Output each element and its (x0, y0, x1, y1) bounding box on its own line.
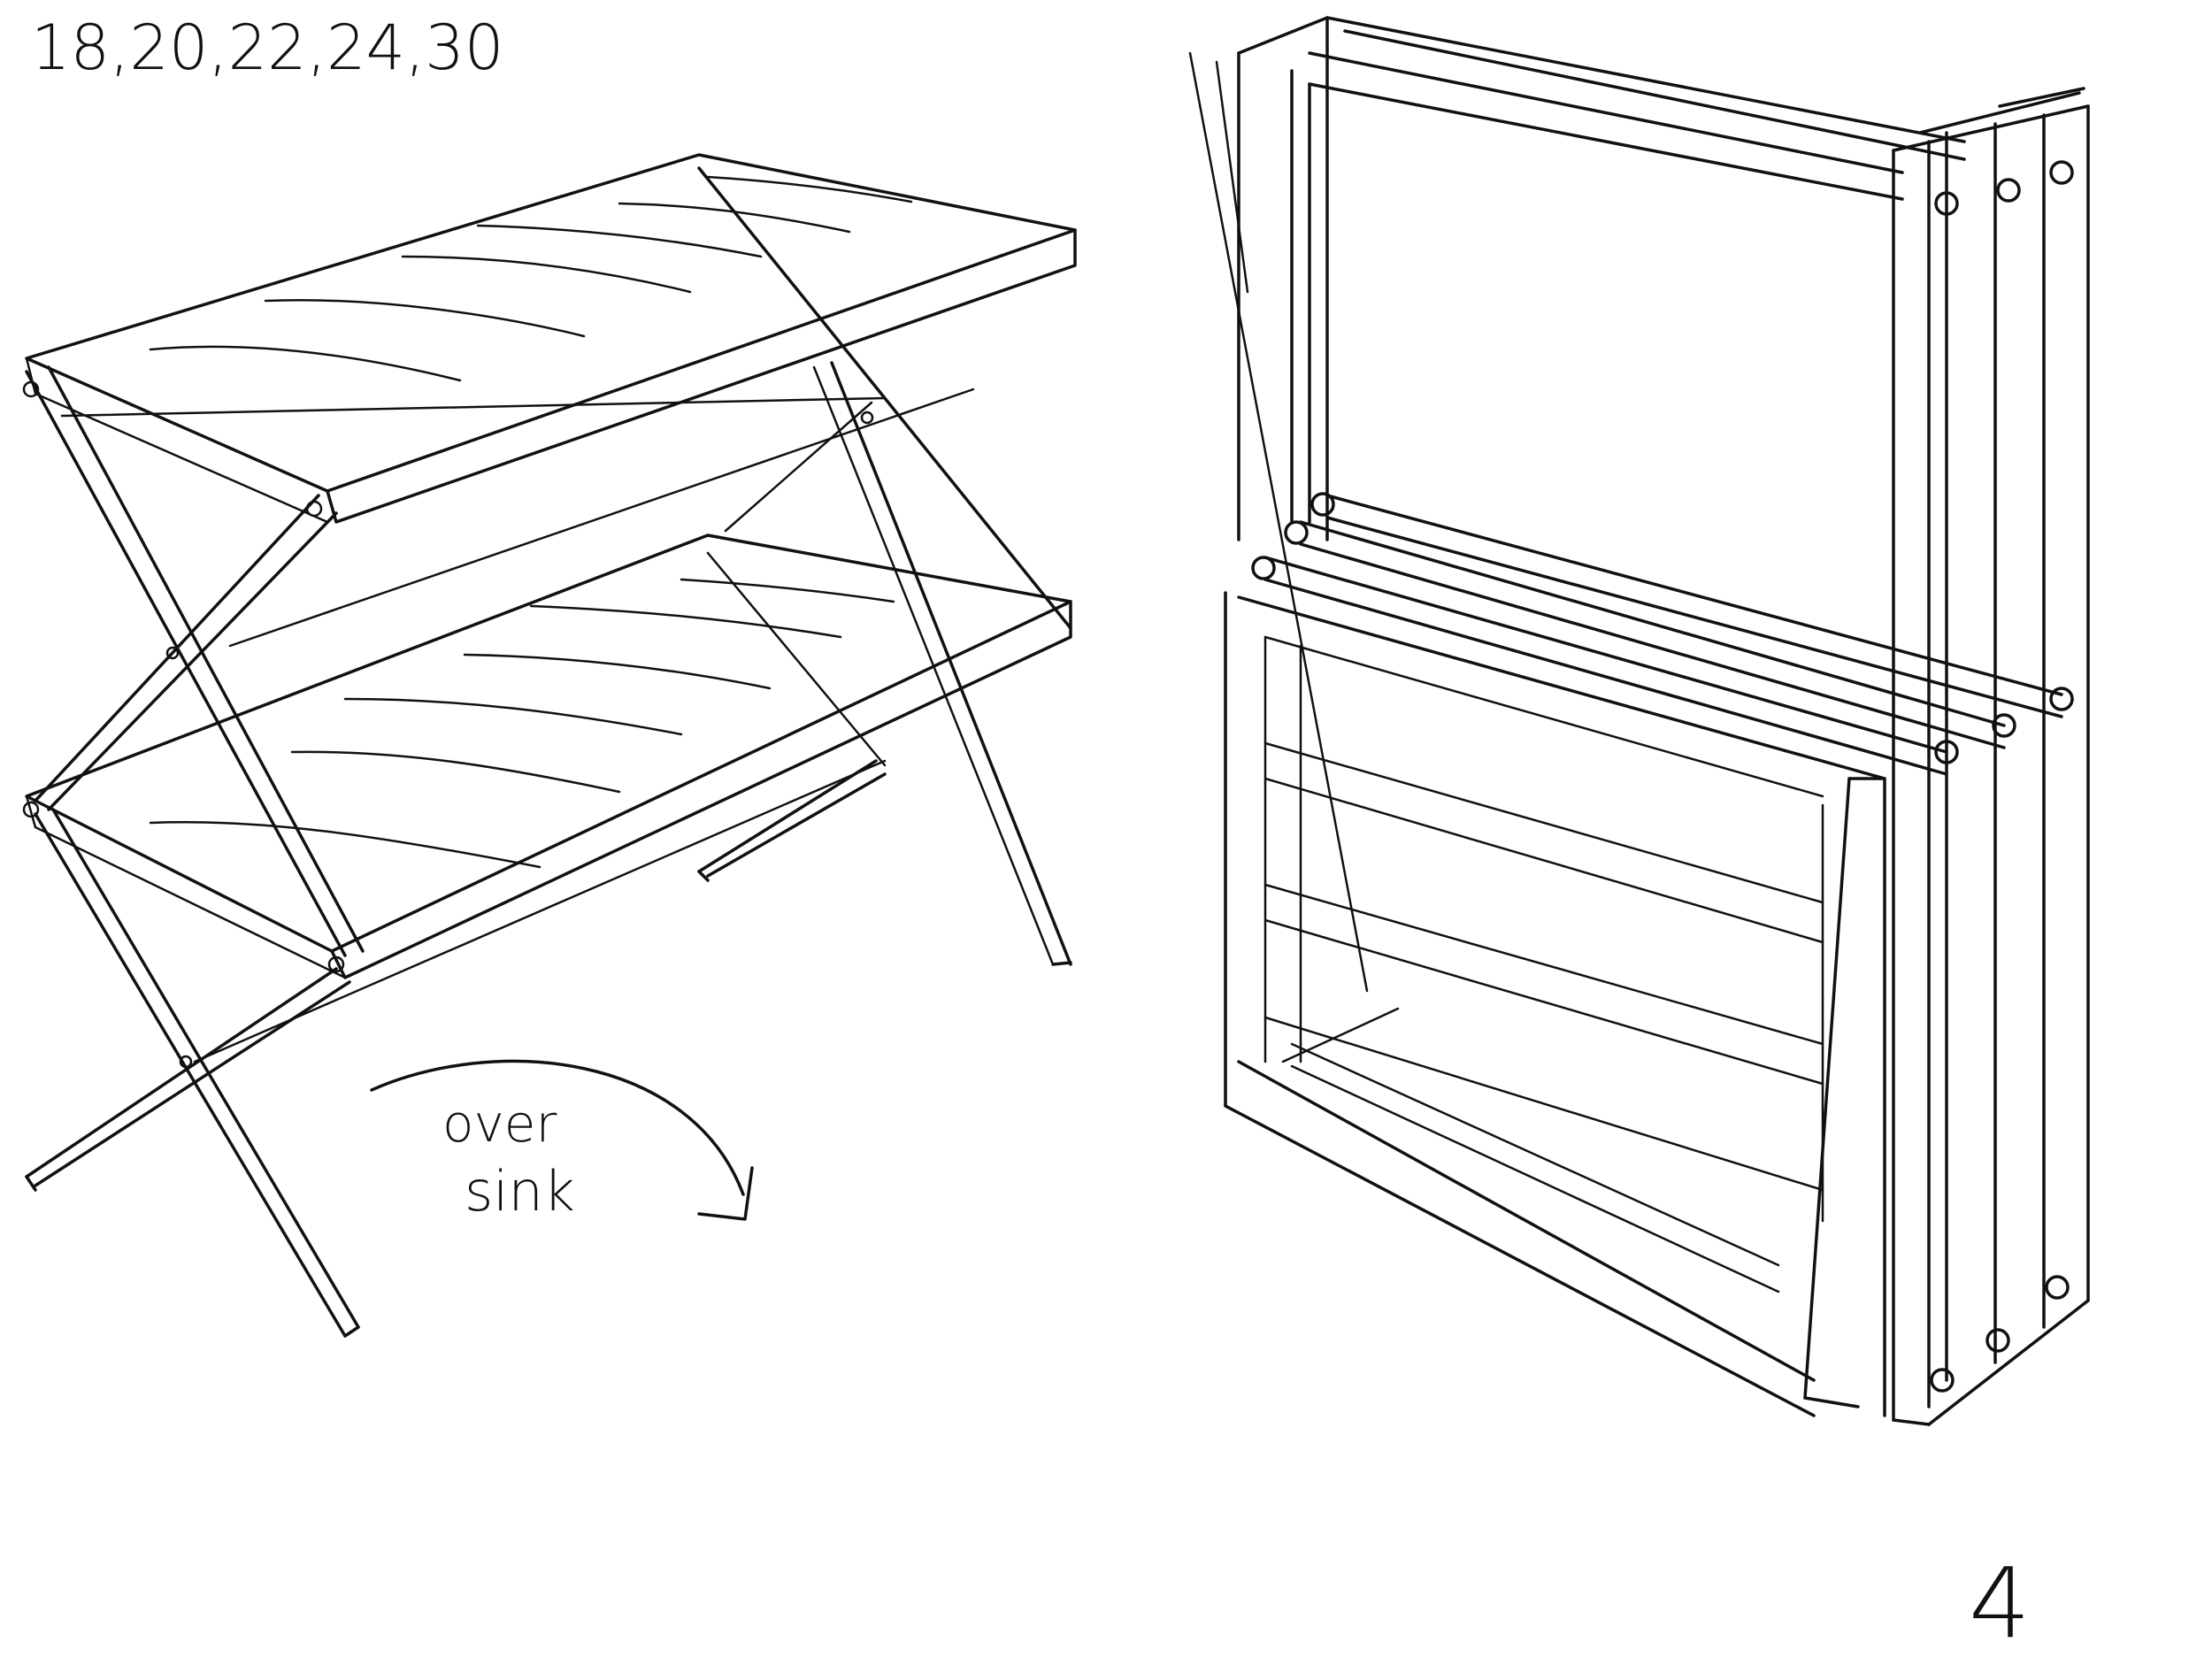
curved-arrow-icon (370, 1059, 754, 1221)
note-over: over (442, 1094, 557, 1154)
right-sketch-folded-wall-rack (1188, 16, 2090, 1426)
sizes-annotation: 18,20,22,24,30 (31, 12, 503, 84)
note-sink: sink (465, 1159, 575, 1224)
page-number: 4 (1969, 1547, 2031, 1658)
left-sketch-x-frame-rack (22, 153, 1077, 1338)
